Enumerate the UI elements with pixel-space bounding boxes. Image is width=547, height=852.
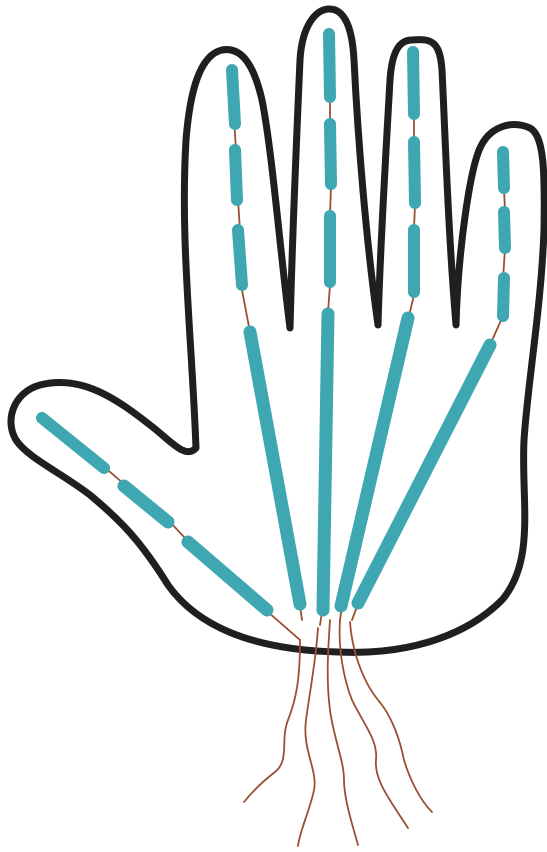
- middle-bone-distal: [329, 34, 330, 97]
- ring-bone-middle: [414, 142, 415, 203]
- ring-bone-distal: [413, 52, 414, 114]
- finger-bone-segments: [42, 34, 505, 610]
- little-bone-distal: [503, 152, 504, 188]
- index-bone-metacarpal: [250, 332, 300, 604]
- little-bone-proximal: [503, 278, 504, 316]
- nerve-root-1: [244, 640, 300, 802]
- index-bone-distal: [232, 70, 235, 124]
- index-bone-proximal: [238, 230, 242, 285]
- nerve-little: [352, 150, 505, 620]
- middle-bone-metacarpal: [323, 314, 328, 610]
- nerve-root-2: [298, 628, 318, 846]
- index-bone-middle: [235, 150, 237, 200]
- hand-outline-icon: [11, 9, 544, 652]
- little-bone-middle: [504, 212, 505, 248]
- middle-bone-middle: [330, 124, 331, 184]
- thumb-bone-proximal: [124, 486, 168, 522]
- thumb-bone-distal: [42, 418, 104, 468]
- thumb-bone-metacarpal: [188, 542, 267, 610]
